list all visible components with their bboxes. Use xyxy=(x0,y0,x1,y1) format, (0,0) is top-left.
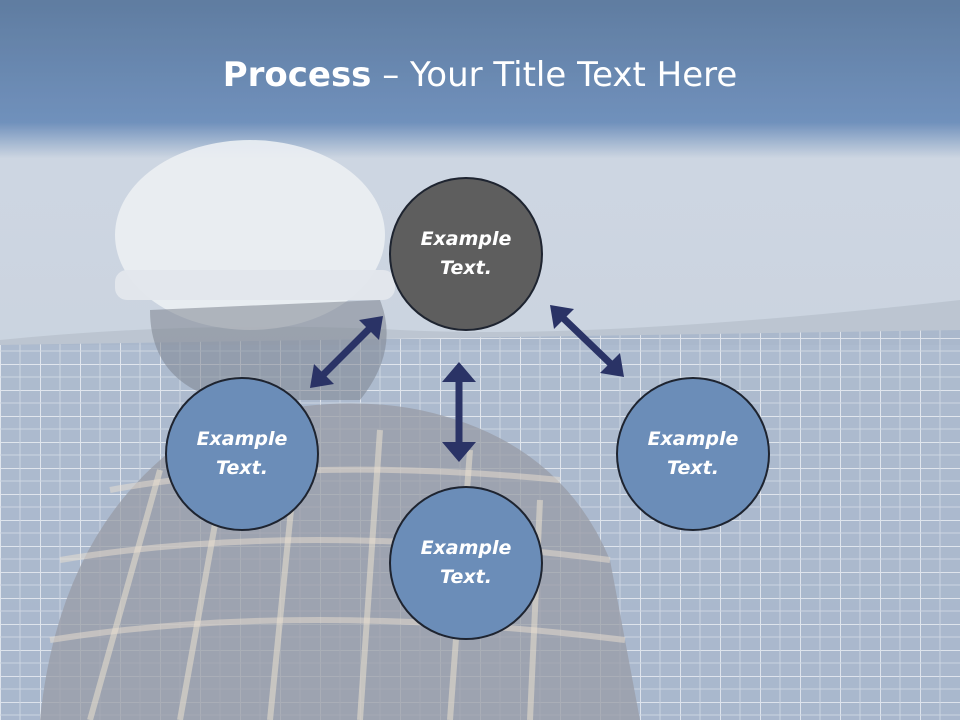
double-arrow-right xyxy=(550,305,624,377)
title-bold: Process xyxy=(222,55,372,95)
process-node-left: Example Text. xyxy=(165,377,319,531)
double-arrow-vertical xyxy=(442,362,476,462)
title-rest: – Your Title Text Here xyxy=(371,55,738,95)
node-center-text: Example Text. xyxy=(420,228,512,279)
process-node-center: Example Text. xyxy=(389,177,543,331)
slide-title: Process – Your Title Text Here xyxy=(0,52,960,98)
process-node-right: Example Text. xyxy=(616,377,770,531)
process-node-bottom: Example Text. xyxy=(389,486,543,640)
node-bottom-text: Example Text. xyxy=(420,537,512,588)
node-right-text: Example Text. xyxy=(647,428,739,479)
double-arrow-left xyxy=(310,316,383,388)
node-left-text: Example Text. xyxy=(196,428,288,479)
